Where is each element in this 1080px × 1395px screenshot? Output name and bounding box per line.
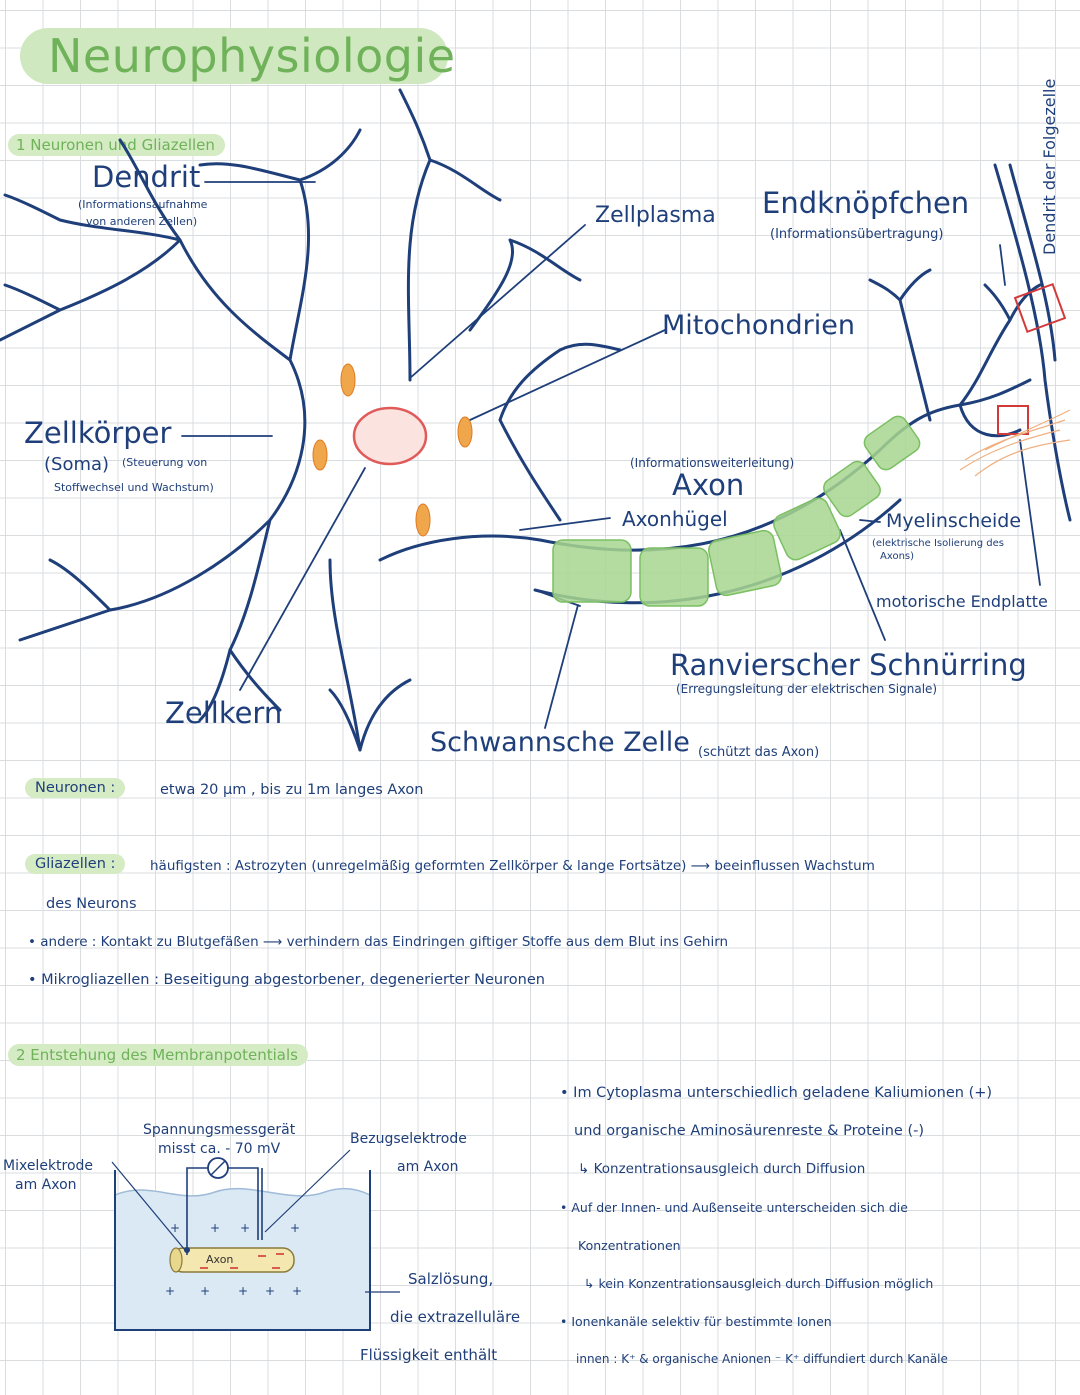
note-myelin-2: Axons) <box>880 551 915 562</box>
label-axon: Axon <box>672 468 745 502</box>
note-axon: (Informationsweiterleitung) <box>630 456 795 470</box>
mitochondrion <box>312 439 328 471</box>
svg-text:+: + <box>210 1221 220 1235</box>
wire-micro <box>186 1167 208 1255</box>
note-soma-2: Stoffwechsel und Wachstum) <box>54 481 214 494</box>
section-2-heading: 2 Entstehung des Membranpotentials <box>8 1044 308 1066</box>
page-title: Neurophysiologie <box>20 28 455 84</box>
bullet-andere: • andere : Kontakt zu Blutgefäßen ⟶ verh… <box>28 934 729 950</box>
text-neuronen: etwa 20 µm , bis zu 1m langes Axon <box>160 782 424 798</box>
label-bezugselektrode: Bezugselektrode <box>350 1131 467 1147</box>
myelin-segment <box>773 497 841 561</box>
note-endknoepfchen: (Informationsübertragung) <box>770 227 944 242</box>
note-soma-1: (Steuerung von <box>122 456 208 469</box>
myelin-segment <box>863 415 921 471</box>
salt-solution <box>114 1187 371 1331</box>
text-gliazellen-2: des Neurons <box>46 896 137 912</box>
label-extrazellulaer: die extrazelluläre <box>390 1308 521 1326</box>
label-spannungsmessgeraet: Spannungsmessgerät <box>143 1122 296 1138</box>
note-line-5: Konzentrationen <box>578 1238 681 1253</box>
synapse-box <box>997 405 1029 435</box>
note-schwann: (schützt das Axon) <box>698 745 820 760</box>
wire-reference <box>228 1167 259 1240</box>
nucleus <box>352 406 428 466</box>
label-mixelektrode: Mixelektrode <box>3 1158 94 1174</box>
label-axonhuegel: Axonhügel <box>622 507 728 531</box>
label-zellplasma: Zellplasma <box>595 203 716 228</box>
cell-body-outline <box>108 88 622 752</box>
label-soma: (Soma) <box>44 454 110 475</box>
muscle-fibers <box>959 409 1071 477</box>
label-neuronen: Neuronen : <box>25 778 126 798</box>
label-misst: misst ca. - 70 mV <box>158 1141 281 1157</box>
note-line-8: innen : K⁺ & organische Anionen ⁻ K⁺ dif… <box>576 1352 948 1366</box>
myelin-segment <box>708 529 782 597</box>
myelin-segment <box>552 539 632 603</box>
text-gliazellen-1: häufigsten : Astrozyten (unregelmäßig ge… <box>150 858 875 874</box>
svg-text:+: + <box>170 1221 180 1235</box>
axon-end <box>169 1247 183 1273</box>
axon-terminals <box>868 268 1042 438</box>
note-line-6: ↳ kein Konzentrationsausgleich durch Dif… <box>584 1276 934 1291</box>
mitochondrion <box>415 503 431 537</box>
mitochondrion <box>340 363 356 397</box>
svg-text:+: + <box>240 1221 250 1235</box>
label-dendrit-folgezelle: Dendrit der Folgezelle <box>1040 78 1059 255</box>
myelin-segment <box>639 547 709 607</box>
synapse-box <box>1013 282 1067 334</box>
mitochondrion <box>457 416 473 448</box>
svg-text:+: + <box>165 1284 175 1298</box>
label-mitochondrien: Mitochondrien <box>662 310 855 341</box>
label-motorische-endplatte: motorische Endplatte <box>876 592 1048 611</box>
note-ranvier: (Erregungsleitung der elektrischen Signa… <box>676 682 938 696</box>
bullet-mikrogliazellen: • Mikrogliazellen : Beseitigung abgestor… <box>28 972 545 988</box>
section-1-heading: 1 Neuronen und Gliazellen <box>8 134 225 156</box>
svg-text:+: + <box>200 1284 210 1298</box>
label-gliazellen: Gliazellen : <box>25 854 126 874</box>
label-dendrit: Dendrit <box>92 160 201 194</box>
svg-text:+: + <box>265 1284 275 1298</box>
label-zellkoerper: Zellkörper <box>24 416 172 450</box>
note-line-1: • Im Cytoplasma unterschiedlich geladene… <box>560 1085 993 1101</box>
beaker <box>114 1170 371 1331</box>
dendrite-left <box>0 138 182 342</box>
neuron-diagram <box>0 88 1072 752</box>
note-dendrit-1: (Informationsaufnahme <box>78 198 208 211</box>
label-axon-small: Axon <box>206 1253 234 1266</box>
label-myelinscheide: Myelinscheide <box>886 510 1022 532</box>
label-ranvier: Ranvierscher Schnürring <box>670 648 1027 682</box>
label-zellkern: Zellkern <box>165 696 283 730</box>
pointer-lines <box>181 181 1041 729</box>
note-dendrit-2: von anderen Zellen) <box>86 215 198 228</box>
label-fluessigkeit: Flüssigkeit enthält <box>360 1346 498 1364</box>
svg-text:+: + <box>238 1284 248 1298</box>
note-myelin-1: (elektrische Isolierung des <box>872 538 1004 549</box>
label-mixelektrode-2: am Axon <box>15 1177 77 1193</box>
postsynaptic-dendrite <box>993 163 1072 522</box>
svg-text:+: + <box>292 1284 302 1298</box>
label-schwann: Schwannsche Zelle <box>430 727 690 758</box>
label-salzloesung: Salzlösung, <box>408 1270 494 1288</box>
svg-text:+: + <box>290 1221 300 1235</box>
note-line-2: und organische Aminosäurenreste & Protei… <box>574 1123 924 1139</box>
voltmeter <box>207 1157 229 1179</box>
label-endknoepfchen: Endknöpfchen <box>762 186 970 220</box>
myelin-segment <box>823 460 881 518</box>
note-line-3: ↳ Konzentrationsausgleich durch Diffusio… <box>578 1161 866 1177</box>
note-line-7: • Ionenkanäle selektiv für bestimmte Ion… <box>560 1314 832 1329</box>
dendrite-lower-left <box>18 558 412 752</box>
note-line-4: • Auf der Innen- und Außenseite untersch… <box>560 1200 908 1215</box>
label-bezugselektrode-2: am Axon <box>397 1159 459 1175</box>
